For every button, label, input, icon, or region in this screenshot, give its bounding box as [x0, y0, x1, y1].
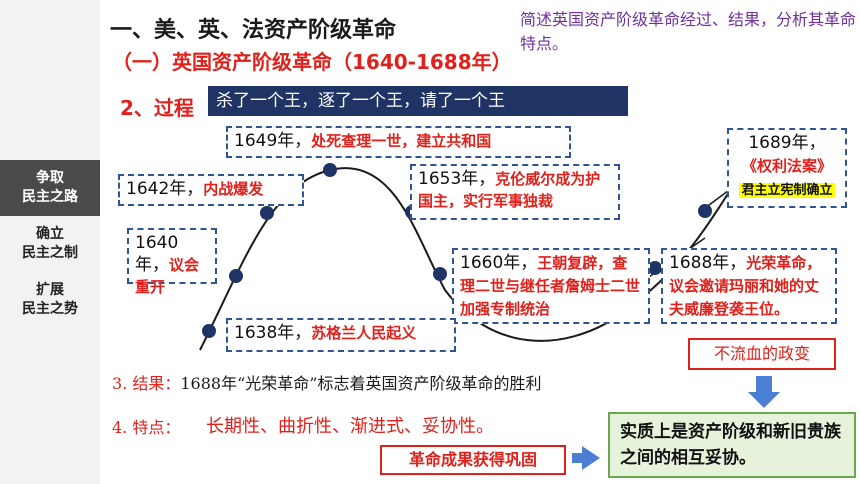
event-year: 1660年，: [460, 253, 538, 273]
event-dot-1642: [260, 206, 274, 220]
event-1642: 1642年，内战爆发: [118, 174, 304, 206]
event-text: 克伦威尔成为护国主，实行军事独裁: [418, 170, 601, 210]
event-text: 光荣革命，议会邀请玛丽和她的丈夫威廉登袭王位。: [669, 254, 822, 318]
result-label: 3. 结果：: [112, 374, 181, 393]
event-year: 1649年，: [234, 131, 312, 151]
event-year: 1689年，: [748, 133, 826, 153]
page-title: 一、美、英、法资产阶级革命: [110, 18, 397, 43]
event-dot-1689: [698, 204, 712, 218]
left-arrow-icon: [572, 446, 600, 470]
event-text: 苏格兰人民起义: [311, 324, 417, 342]
event-year: 1688年，: [669, 253, 747, 273]
event-1688: 1688年，光荣革命，议会邀请玛丽和她的丈夫威廉登袭王位。: [661, 248, 837, 324]
event-1649: 1649年，处死查理一世，建立共和国: [226, 126, 571, 158]
event-1640: 1640年，议会重开: [127, 228, 217, 296]
section-subtitle: （一）英国资产阶级革命（1640-1688年）: [112, 50, 512, 74]
result-line: 3. 结果：1688年“光荣革命”标志着英国资产阶级革命的胜利: [112, 370, 541, 394]
event-1660: 1660年，王朝复辟，查理二世与继任者詹姆士二世加强专制统治: [452, 248, 650, 324]
down-arrow-icon: [748, 376, 780, 408]
sidebar-item-label: 扩展 民主之势: [22, 282, 78, 317]
sidebar-item-strive-democracy[interactable]: 争取 民主之路: [0, 160, 100, 216]
event-dot-1688: [648, 261, 662, 275]
event-1638: 1638年，苏格兰人民起义: [226, 318, 456, 352]
features-text: 长期性、曲折性、渐进式、妥协性。: [206, 416, 494, 437]
process-heading: 2、过程: [120, 96, 194, 120]
sidebar-item-expand-democracy[interactable]: 扩展 民主之势: [0, 272, 100, 328]
sidebar: [0, 0, 100, 484]
event-1653: 1653年，克伦威尔成为护国主，实行军事独裁: [410, 164, 620, 220]
event-text: 议会重开: [135, 256, 200, 296]
outcome-callout: 革命成果获得巩固: [380, 445, 566, 475]
constitutional-monarchy-badge: 君主立宪制确立: [739, 183, 835, 198]
event-year: 1638年，: [234, 323, 312, 343]
process-banner: 杀了一个王，逐了一个王，请了一个王: [208, 86, 628, 116]
sidebar-item-establish-democracy[interactable]: 确立 民主之制: [0, 216, 100, 272]
event-dot-1638: [202, 324, 216, 338]
event-text: 内战爆发: [203, 180, 264, 198]
event-dot-1649: [323, 163, 337, 177]
sidebar-item-label: 争取 民主之路: [22, 170, 78, 205]
event-text: 处死查理一世，建立共和国: [311, 132, 492, 150]
result-text: 1688年“光荣革命”标志着英国资产阶级革命的胜利: [180, 374, 542, 393]
question-prompt: 简述英国资产阶级革命经过、结果，分析其革命特点。: [520, 10, 857, 53]
compromise-callout: 实质上是资产阶级和新旧贵族之间的相互妥协。: [608, 412, 856, 478]
event-year: 1653年，: [418, 169, 496, 189]
event-dot-1640: [229, 269, 243, 283]
event-year: 1642年，: [126, 179, 204, 199]
features-label: 4. 特点：: [112, 418, 181, 437]
sidebar-item-label: 确立 民主之制: [22, 226, 78, 261]
event-dot-1660: [433, 267, 447, 281]
event-1689: 1689年， 《权利法案》 君主立宪制确立: [727, 128, 847, 208]
event-text: 《权利法案》: [741, 157, 832, 175]
event-text: 王朝复辟，查理二世与继任者詹姆士二世加强专制统治: [460, 254, 641, 318]
event-year: 1640年，: [135, 233, 179, 275]
bloodless-coup-callout: 不流血的政变: [688, 338, 836, 370]
